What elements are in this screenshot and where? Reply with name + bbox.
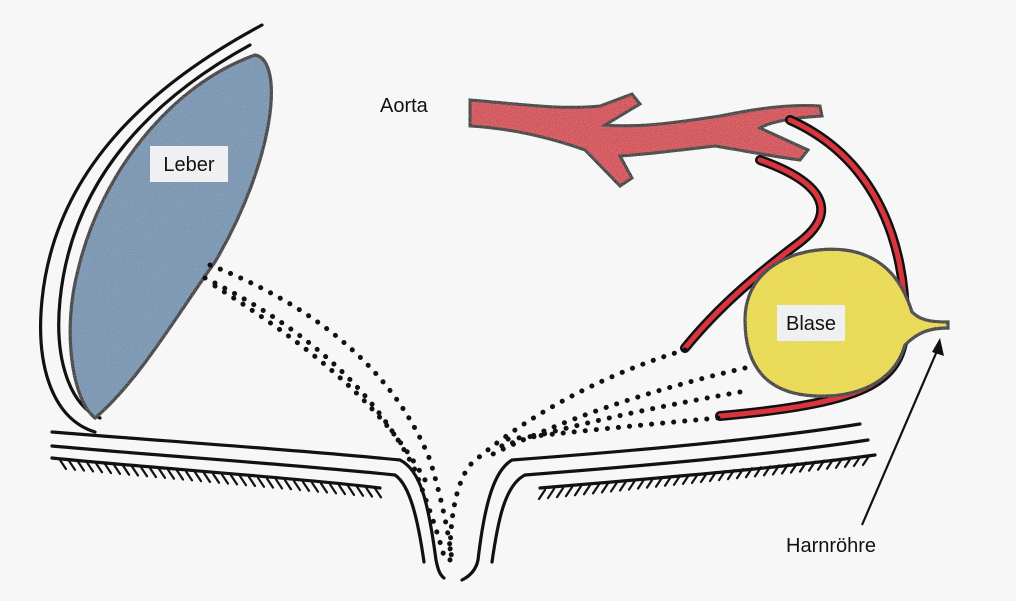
hatch-mark [557,488,563,497]
hatch-mark [195,472,201,481]
label-aorta: Aorta [380,95,429,117]
hatch-mark [285,480,291,489]
hatch-mark [620,481,626,490]
label-bladder-text: Blase [786,313,836,335]
body-wall-bottom [52,424,875,580]
hatch-mark [548,489,554,498]
hatch-mark [186,471,192,480]
hatch-mark [240,476,246,485]
hatch-mark [294,481,300,490]
hatch-mark [348,486,354,495]
hatch-mark [177,471,183,480]
hatch-mark [168,470,174,479]
hatch-mark [602,483,608,492]
hatch-mark [123,466,129,475]
hatch-mark [150,468,156,477]
hatch-mark [204,473,210,482]
hatch-mark [375,488,381,497]
hatch-mark [249,477,255,486]
hatch-mark [231,475,237,484]
liver [70,55,271,418]
hatch-mark [611,482,617,491]
hatch-mark [78,462,84,471]
label-bladder: Blase [777,305,845,341]
hatch-mark [69,461,75,470]
hatch-mark [593,484,599,493]
hatch-mark [114,465,120,474]
hatch-mark [357,487,363,496]
hatch-mark [267,479,273,488]
hatch-mark [96,463,102,472]
hatch-mark [312,483,318,492]
hatch-mark [276,479,282,488]
label-urethra: Harnröhre [786,535,876,557]
bladder [745,249,948,396]
hatch-mark [87,462,93,471]
hatch-mark [258,478,264,487]
hatch-mark [330,484,336,493]
hatch-mark [584,485,590,494]
hatch-mark [213,474,219,483]
hatch-mark [539,490,545,499]
hatch-mark [566,487,572,496]
hatch-mark [366,488,372,497]
hatch-mark [132,466,138,475]
hatch-mark [141,467,147,476]
hatch-mark [105,464,111,473]
hatch-mark [222,475,228,484]
label-liver-text: Leber [163,154,214,176]
hatch-mark [159,469,165,478]
aorta [470,94,822,186]
hatch-mark [303,482,309,491]
hatch-mark [60,460,66,469]
hatch-mark [575,486,581,495]
hatch-mark [321,483,327,492]
dotted-ligaments [205,265,745,560]
skin-hatching [60,456,869,499]
label-liver: Leber [150,146,228,182]
hatch-mark [339,485,345,494]
